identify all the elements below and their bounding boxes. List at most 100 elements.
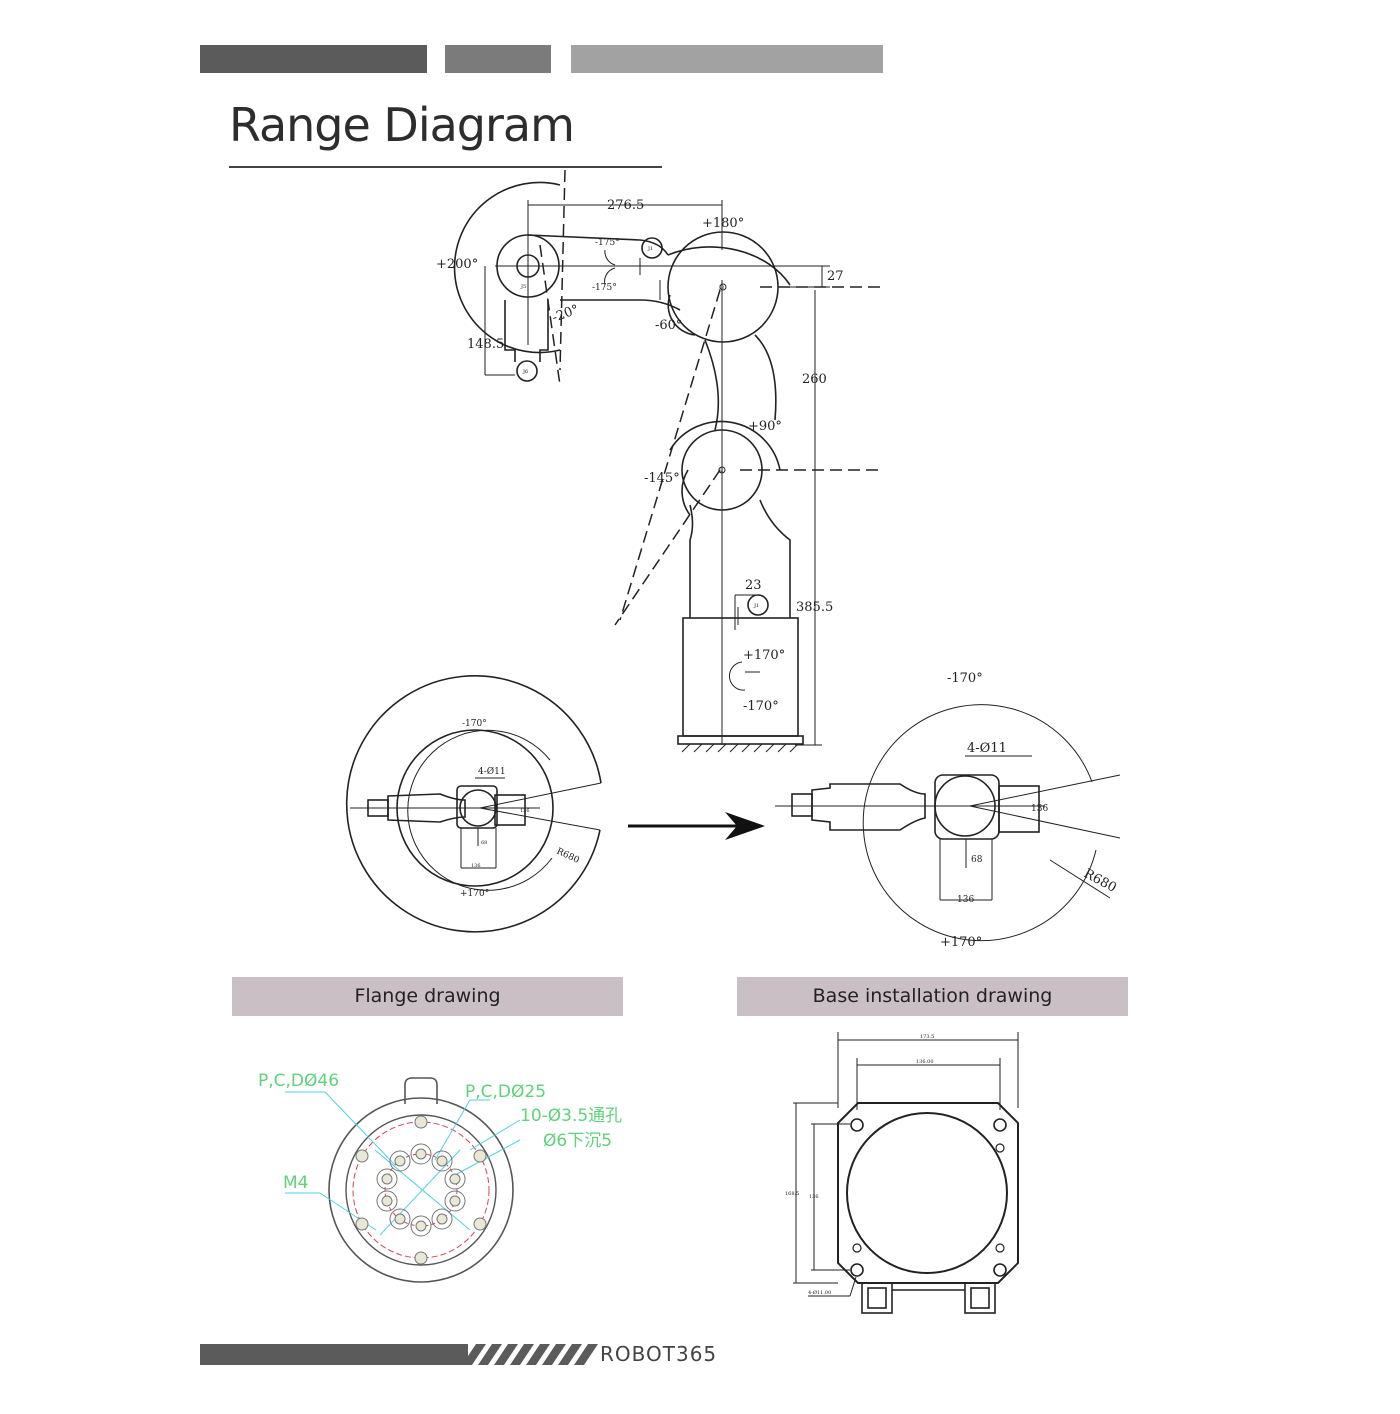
base-connectors	[861, 1282, 996, 1314]
upper-arm-left	[704, 339, 720, 431]
base-installation-header: Base installation drawing	[737, 977, 1128, 1016]
base-holes-label: 4-Ø11.00	[808, 1289, 831, 1296]
label-j6: J6	[522, 369, 528, 375]
j5-arrow-b	[604, 267, 616, 286]
top-view-small: -170° +170° 4-Ø11 R680 136 68 136	[345, 675, 602, 933]
angle-j2-pos: +90°	[748, 419, 782, 434]
flange-thread-label: M4	[283, 1173, 308, 1193]
j3-center	[719, 283, 727, 291]
large-tool-tip	[791, 793, 813, 817]
base-plate	[677, 735, 804, 745]
dim-reach: 276.5	[607, 198, 644, 213]
flange-holes-label: 10-Ø3.5通孔	[520, 1106, 622, 1126]
j1-rot-arrow	[728, 661, 746, 691]
j4-dashed-limit-2	[539, 244, 561, 386]
small-angle-pos: +170°	[460, 889, 489, 899]
j4-range-arc	[453, 181, 561, 354]
large-angle-neg: -170°	[947, 671, 983, 686]
angle-j4-neg: -20°	[550, 302, 581, 325]
small-holes: 4-Ø11	[478, 766, 506, 777]
angle-j3-pos: +180°	[702, 216, 744, 231]
j2-dashed-limit-a	[619, 289, 721, 621]
label-j5: J5	[520, 284, 526, 290]
title-underline	[229, 166, 662, 168]
page-title: Range Diagram	[229, 98, 575, 152]
transition-arrow	[628, 812, 765, 840]
j2-range-arc	[669, 420, 781, 471]
base-drawing: 173.5 136.00 168.5 136 4-Ø11.00	[785, 1032, 1019, 1314]
flange-leaders	[285, 1091, 521, 1236]
flange-inner-holes	[376, 1143, 466, 1237]
label-j1-base: J1	[753, 603, 759, 609]
j4-dashed-limit	[559, 169, 566, 371]
forearm-top-edge	[527, 234, 669, 256]
small-angle-neg: -170°	[462, 719, 487, 729]
base-hole-leader-2	[849, 1276, 857, 1297]
flange-pcd25-label: P,C,DØ25	[465, 1082, 546, 1102]
j2-neg-arc	[681, 469, 691, 516]
large-dim-68-text: 68	[971, 855, 983, 865]
upper-arm-right	[754, 334, 777, 421]
footer-bar	[200, 1344, 468, 1365]
ground-hatch	[681, 743, 799, 753]
small-dim-side: 136	[520, 808, 530, 814]
base-dim-width: 173.5	[920, 1034, 934, 1040]
j5-arrow-a	[604, 249, 616, 266]
header-bar-dark	[200, 45, 427, 73]
small-radius: R680	[555, 847, 581, 866]
flange-drawing-header: Flange drawing	[232, 977, 623, 1016]
dim-j6-offset: 148.5	[467, 337, 504, 352]
flange-key-tab	[404, 1077, 438, 1104]
flange-inner	[345, 1114, 497, 1266]
small-limit-top	[479, 782, 602, 809]
large-dim-136-text: 136	[957, 895, 974, 905]
arm-side-view: 276.5 148.5 27 260 385.5 23 +200° -20° -…	[436, 169, 880, 753]
dim-upper-arm: 260	[802, 372, 827, 387]
base-dim-hole-height: 136	[809, 1194, 819, 1200]
large-r680-leader	[1049, 859, 1111, 899]
angle-j1-pos: +170°	[743, 648, 785, 663]
base-dim-hole-width: 136.00	[916, 1059, 934, 1065]
j3-neg-arc	[667, 294, 696, 336]
angle-j3-neg: -60°	[655, 318, 682, 333]
small-range-outer	[345, 675, 602, 933]
angle-j5-neg-top: -175°	[595, 238, 620, 248]
footer-stripes	[462, 1344, 598, 1365]
base-dim-height: 168.5	[785, 1191, 799, 1197]
j6-drop-right	[539, 300, 549, 362]
angle-j2-neg: -145°	[644, 471, 680, 486]
j6-joint-circle	[516, 360, 538, 382]
large-forearm	[811, 783, 926, 831]
j6-drop-left	[504, 300, 516, 362]
header-bar-light	[571, 45, 883, 73]
j2-dashed-limit-b	[614, 469, 721, 626]
flange-pcd46-label: P,C,DØ46	[258, 1071, 339, 1091]
dim-height: 385.5	[796, 600, 833, 615]
base-plate	[837, 1102, 1019, 1284]
label-j1-top: J1	[647, 246, 653, 252]
forearm-bottom-edge	[560, 299, 681, 311]
j3-range-arc	[667, 246, 791, 286]
large-angle-pos: +170°	[940, 935, 982, 950]
label-j2: J2	[717, 468, 723, 474]
dim-base-offset: 23	[745, 578, 762, 593]
top-view-large: -170° +170° 4-Ø11 R680 136 68 136	[775, 671, 1121, 950]
j1-top-circle	[641, 237, 663, 259]
flange-counterbore-label: Ø6下沉5	[543, 1131, 612, 1151]
large-base-ext	[998, 785, 1040, 833]
small-base-ext	[494, 794, 526, 826]
small-limit-bottom	[479, 807, 601, 831]
column-left	[689, 504, 694, 618]
header-bar-mid	[445, 45, 551, 73]
flange-outer-holes	[355, 1115, 487, 1265]
angle-j4-pos: +200°	[436, 257, 478, 272]
angle-j5-neg-bot: -175°	[592, 283, 617, 293]
base-center-bore	[846, 1112, 1008, 1274]
small-forearm	[387, 793, 466, 823]
base-mount-holes	[850, 1118, 1007, 1277]
base-hole-marks	[852, 1143, 1005, 1253]
small-dim-136-text: 136	[471, 863, 481, 869]
flange-drawing: P,C,DØ46 P,C,DØ25 10-Ø3.5通孔 Ø6下沉5 M4	[258, 1071, 622, 1283]
base-housing	[682, 617, 799, 737]
